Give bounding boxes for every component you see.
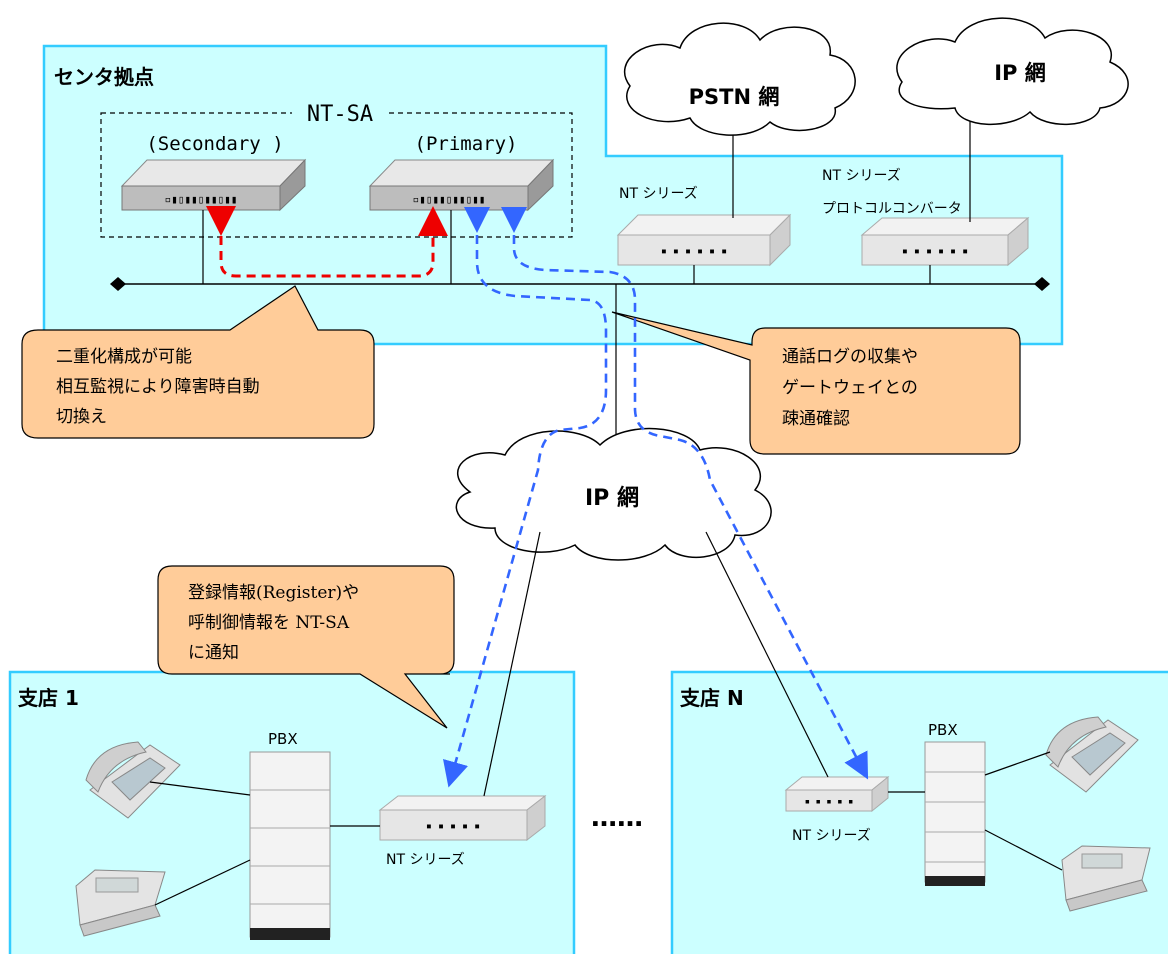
svg-text:▪ ▪ ▪ ▪ ▪: ▪ ▪ ▪ ▪ ▪	[426, 821, 480, 832]
branchN-nt-series-device: ▪ ▪ ▪ ▪ ▪	[784, 775, 890, 813]
ip-cloud-top	[896, 17, 1129, 125]
redundancy-callout	[21, 285, 375, 439]
center-nt-series-device: ▪ ▪ ▪ ▪ ▪ ▪	[616, 213, 792, 267]
center-site-label: センタ拠点	[54, 65, 154, 89]
register-callout-line3: に通知	[188, 643, 239, 663]
branchN-nt-series-label: NT シリーズ	[792, 828, 871, 844]
ntsa-group-label: NT-SA	[307, 102, 373, 127]
branchN-pbx	[924, 741, 986, 886]
center-nt-series-label: NT シリーズ	[619, 186, 698, 202]
redundancy-callout-line3: 切換え	[56, 407, 107, 427]
branch1-fax	[75, 869, 166, 937]
branch1-nt-series-device: ▪ ▪ ▪ ▪ ▪	[378, 794, 547, 842]
branch1-nt-series-label: NT シリーズ	[386, 852, 465, 868]
primary-label: (Primary)	[415, 133, 518, 155]
signaling-arrow-branchN	[501, 207, 869, 780]
logging-callout-line1: 通話ログの収集や	[782, 347, 918, 367]
redundancy-callout-line1: 二重化構成が可能	[56, 347, 192, 367]
register-callout-line1: 登録情報(Register)や	[188, 583, 359, 603]
ntsa-secondary-server: ▫▮▯▮▮▯▮▮▯▮▮	[120, 158, 307, 212]
branchN-telephone	[1045, 716, 1139, 793]
converter-label-line2: プロトコルコンバータ	[822, 201, 962, 217]
branch1-label: 支店 1	[18, 686, 79, 710]
branchN-fax	[1061, 845, 1151, 912]
svg-text:▫▮▯▮▮▯▮▮▯▮▮: ▫▮▯▮▮▯▮▮▯▮▮	[413, 193, 486, 206]
logging-callout-line3: 疎通確認	[782, 409, 850, 429]
ip-cloud-top-label: IP 網	[994, 61, 1046, 85]
branch1-pbx	[249, 751, 331, 940]
redundancy-callout-line2: 相互監視により障害時自動	[56, 377, 260, 397]
svg-text:▪ ▪ ▪ ▪ ▪ ▪: ▪ ▪ ▪ ▪ ▪ ▪	[902, 246, 968, 257]
branchN-label: 支店 N	[680, 686, 744, 710]
logging-callout-line2: ゲートウェイとの	[782, 378, 918, 398]
redundancy-arrow	[206, 206, 448, 278]
branchN-site-box	[670, 670, 1168, 954]
protocol-converter-device: ▪ ▪ ▪ ▪ ▪ ▪	[860, 216, 1030, 267]
ip-cloud-middle-label: IP 網	[585, 485, 639, 511]
svg-text:▪ ▪ ▪ ▪ ▪ ▪: ▪ ▪ ▪ ▪ ▪ ▪	[661, 246, 727, 257]
ntsa-primary-server: ▫▮▯▮▮▯▮▮▯▮▮	[368, 158, 555, 212]
register-callout-line2: 呼制御情報を NT-SA	[188, 613, 350, 633]
branchN-pbx-label: PBX	[928, 721, 958, 739]
svg-text:▫▮▯▮▮▯▮▮▯▮▮: ▫▮▯▮▮▯▮▮▯▮▮	[165, 193, 238, 206]
pstn-cloud-label: PSTN 網	[689, 85, 780, 109]
pstn-cloud	[623, 22, 856, 136]
branch1-pbx-label: PBX	[268, 730, 298, 748]
svg-text:▪ ▪ ▪ ▪ ▪: ▪ ▪ ▪ ▪ ▪	[805, 797, 854, 807]
converter-label-line1: NT シリーズ	[822, 168, 901, 184]
secondary-label: (Secondary )	[146, 133, 283, 155]
branch1-telephone	[85, 741, 181, 819]
branch-ellipsis: ……	[591, 803, 643, 833]
